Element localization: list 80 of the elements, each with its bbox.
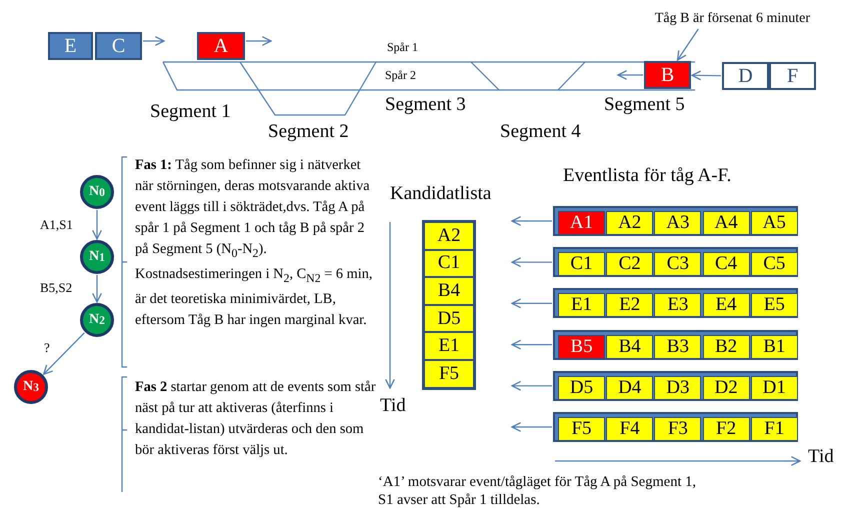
train-box: E xyxy=(48,32,93,60)
event-row-bar xyxy=(553,288,798,318)
event-row-bar xyxy=(553,206,798,236)
segment-label: Segment 5 xyxy=(604,94,685,116)
footnote: ‘A1’ motsvarar event/tågläget för Tåg A på Segment 1, S1 avser att Spår 1 tilldelas. xyxy=(378,473,697,509)
segment-label: Segment 4 xyxy=(500,121,581,143)
event-cell: C1 xyxy=(424,250,474,278)
train-box: C xyxy=(95,32,142,60)
event-cell: A4 xyxy=(702,211,750,235)
axis-label: Tid xyxy=(380,395,406,417)
arrow xyxy=(92,275,102,303)
segment-label: Segment 3 xyxy=(385,94,466,116)
arrow xyxy=(42,332,85,375)
edge-label: A1,S1 xyxy=(40,217,73,233)
arrow xyxy=(511,257,552,268)
event-cell: A2 xyxy=(606,211,654,235)
event-cell: C1 xyxy=(558,252,605,276)
train-box: B xyxy=(644,61,691,89)
event-row-bar xyxy=(553,412,798,442)
event-cell: D4 xyxy=(606,376,654,400)
event-cell: E4 xyxy=(702,293,750,318)
train-box: D xyxy=(722,62,769,90)
event-cell: B5 xyxy=(558,334,605,359)
event-cell: A5 xyxy=(750,211,798,235)
callout-text: Tåg B är försenat 6 minuter xyxy=(600,10,810,28)
event-cell: F5 xyxy=(424,360,474,388)
segment-label: Segment 1 xyxy=(150,101,231,123)
edge-label: ? xyxy=(44,340,50,356)
event-cell: E1 xyxy=(424,332,474,360)
event-cell: C2 xyxy=(606,252,654,276)
event-cell: C5 xyxy=(750,252,798,276)
event-cell: A3 xyxy=(654,211,702,235)
event-cell: B1 xyxy=(750,334,798,359)
list-heading: Kandidatlista xyxy=(390,183,492,205)
event-cell: D5 xyxy=(424,304,474,332)
train-box: F xyxy=(769,62,816,90)
event-cell: E3 xyxy=(654,293,702,318)
event-cell: B4 xyxy=(606,334,654,359)
paragraph: Fas 2 startar genom att de events som står näst på tur att aktiveras (återfinns i kandidat-listan) utvärderas och den som bör aktiveras först väljs ut. xyxy=(135,378,377,460)
event-cell: F4 xyxy=(606,417,654,441)
list-heading: Eventlista för tåg A-F. xyxy=(563,165,732,187)
event-cell: F1 xyxy=(750,417,798,441)
arrow xyxy=(691,70,721,80)
event-cell: E5 xyxy=(750,293,798,318)
event-row-bar xyxy=(553,247,798,278)
event-cell: C4 xyxy=(702,252,750,276)
event-cell: C3 xyxy=(654,252,702,276)
arrow xyxy=(246,36,272,46)
event-cell: E1 xyxy=(558,293,605,318)
event-cell: D1 xyxy=(750,376,798,400)
arrow xyxy=(511,298,552,308)
arrow xyxy=(511,380,552,391)
paragraph: Fas 1: Tåg som befinner sig i nätverket när störningen, deras motsvarande aktiva event läggs till i sökträdet,dvs. Tåg A på spår 1 på Segment 1 och tåg B på spår 2 på Segment 5 (N$_{0}$-N$_{2}$). Kostnadsestimeringen i N$_{2}$, C$_{N2}$ = 6 min, är det teoretiska minimivärdet, LB, eftersom Tåg B har ingen marginal kvar. xyxy=(135,156,374,330)
arrow xyxy=(511,422,552,432)
arrow xyxy=(143,36,165,46)
segment-label: Segment 2 xyxy=(268,121,349,143)
leader-line xyxy=(676,28,699,61)
arrow xyxy=(92,210,102,240)
event-cell: A2 xyxy=(424,222,474,250)
event-cell: A1 xyxy=(558,211,605,235)
event-cell: E2 xyxy=(606,293,654,318)
track-label: Spår 1 xyxy=(387,40,418,55)
event-row-bar xyxy=(553,330,798,360)
arrow xyxy=(617,70,643,80)
event-cell: B3 xyxy=(654,334,702,359)
edge-label: B5,S2 xyxy=(40,280,72,296)
event-cell: D5 xyxy=(558,376,605,400)
train-box: A xyxy=(197,32,245,60)
event-cell: B2 xyxy=(702,334,750,359)
event-cell: F5 xyxy=(558,417,605,441)
arrow xyxy=(511,216,552,226)
event-cell: F2 xyxy=(702,417,750,441)
axis-label: Tid xyxy=(808,446,834,468)
track-label: Spår 2 xyxy=(385,68,416,83)
arrow xyxy=(511,340,552,350)
event-cell: D2 xyxy=(702,376,750,400)
event-cell: F3 xyxy=(654,417,702,441)
event-cell: B4 xyxy=(424,277,474,305)
event-row-bar xyxy=(553,370,798,401)
event-cell: D3 xyxy=(654,376,702,400)
